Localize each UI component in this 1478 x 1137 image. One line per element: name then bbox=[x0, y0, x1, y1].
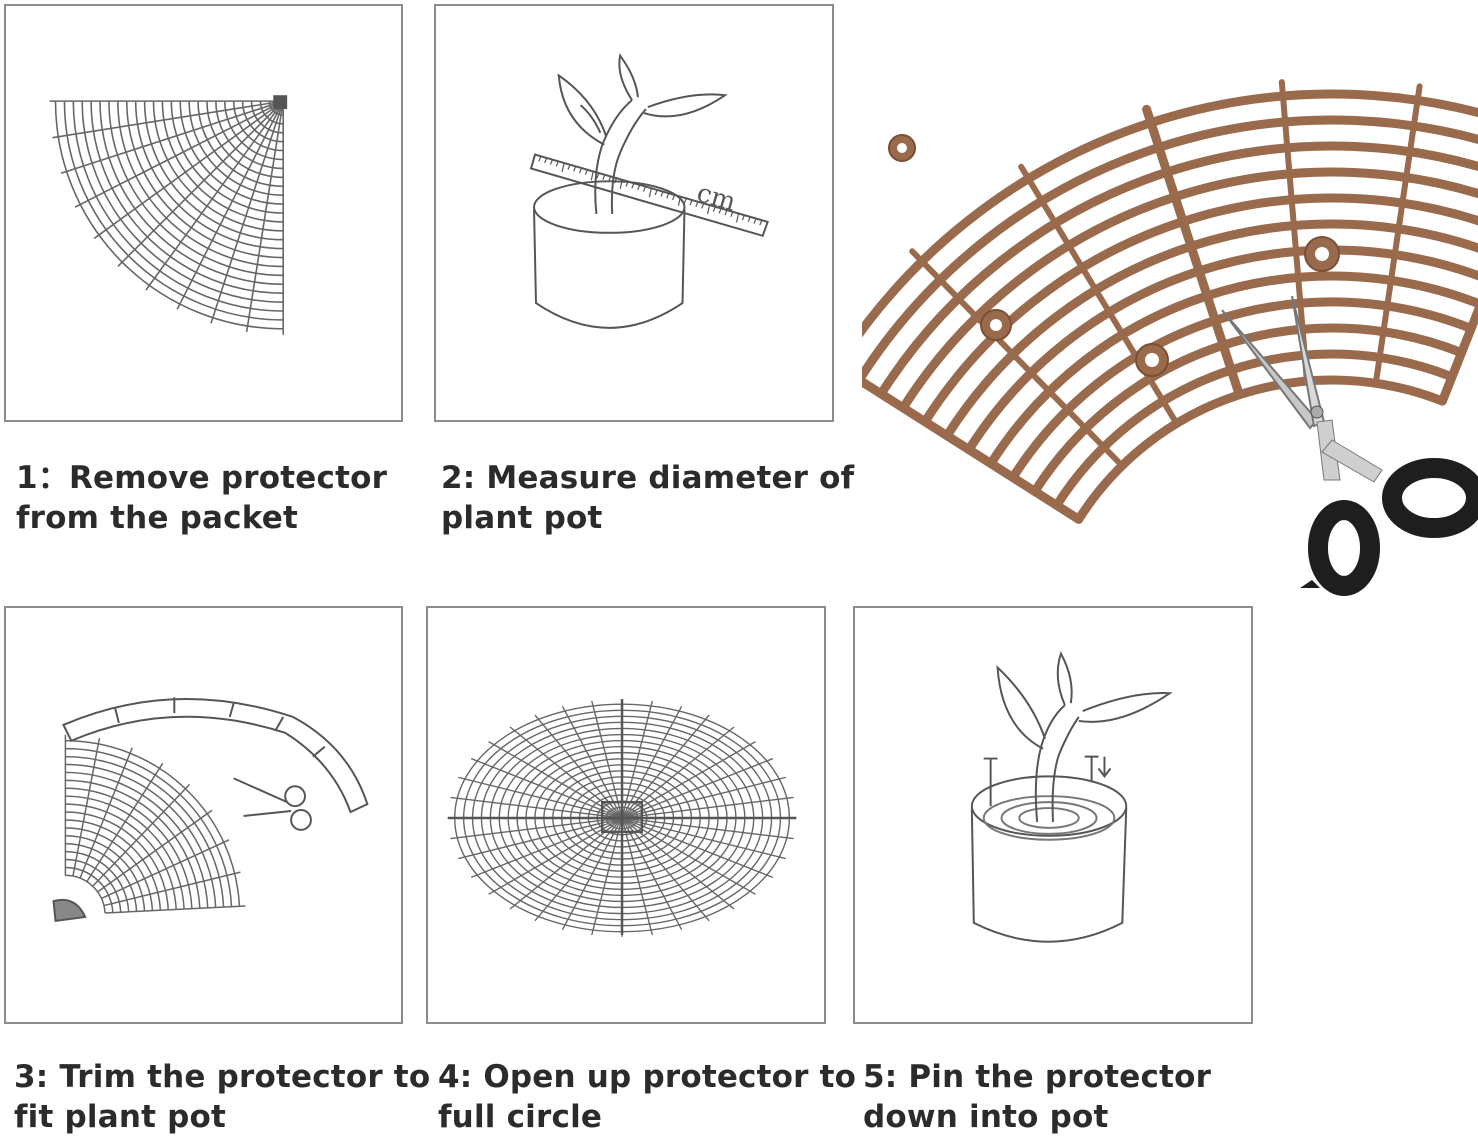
step-1-line-2: from the packet bbox=[16, 500, 298, 536]
step-3-line-1: 3: Trim the protector to bbox=[14, 1059, 431, 1095]
step-2-line-1: 2: Measure diameter of bbox=[441, 460, 855, 496]
quarter-grid-icon bbox=[49, 95, 288, 335]
step-2-caption: 2: Measure diameter of plant pot bbox=[441, 458, 854, 538]
step-5-panel bbox=[853, 606, 1253, 1024]
full-circle-grid-icon bbox=[447, 699, 797, 937]
ruler-label: cm bbox=[693, 178, 739, 218]
trim-scissors-icon bbox=[52, 697, 369, 923]
pinned-pot-icon bbox=[970, 651, 1173, 943]
step-5-caption: 5: Pin the protector down into pot bbox=[863, 1057, 1211, 1137]
step-3-caption: 3: Trim the protector to fit plant pot bbox=[14, 1057, 430, 1137]
step-1-caption: 1：Remove protector from the packet bbox=[16, 458, 387, 538]
step-1-line-1: 1：Remove protector bbox=[16, 460, 388, 496]
step-1-panel bbox=[4, 4, 403, 422]
step-2-line-2: plant pot bbox=[441, 500, 603, 536]
step-2-panel: cm bbox=[434, 4, 834, 422]
step-3-line-2: fit plant pot bbox=[14, 1099, 227, 1135]
step-4-line-2: full circle bbox=[438, 1099, 603, 1135]
step-4-line-1: 4: Open up protector to bbox=[438, 1059, 857, 1095]
brown-protector-scissors-image bbox=[862, 79, 1478, 596]
step-3-panel bbox=[4, 606, 403, 1024]
step-5-line-1: 5: Pin the protector bbox=[863, 1059, 1212, 1095]
step-4-caption: 4: Open up protector to full circle bbox=[438, 1057, 856, 1137]
plant-pot-ruler-icon: cm bbox=[529, 53, 769, 329]
step-5-line-2: down into pot bbox=[863, 1099, 1109, 1135]
step-4-panel bbox=[426, 606, 826, 1024]
scissors-icon bbox=[1221, 295, 1478, 596]
